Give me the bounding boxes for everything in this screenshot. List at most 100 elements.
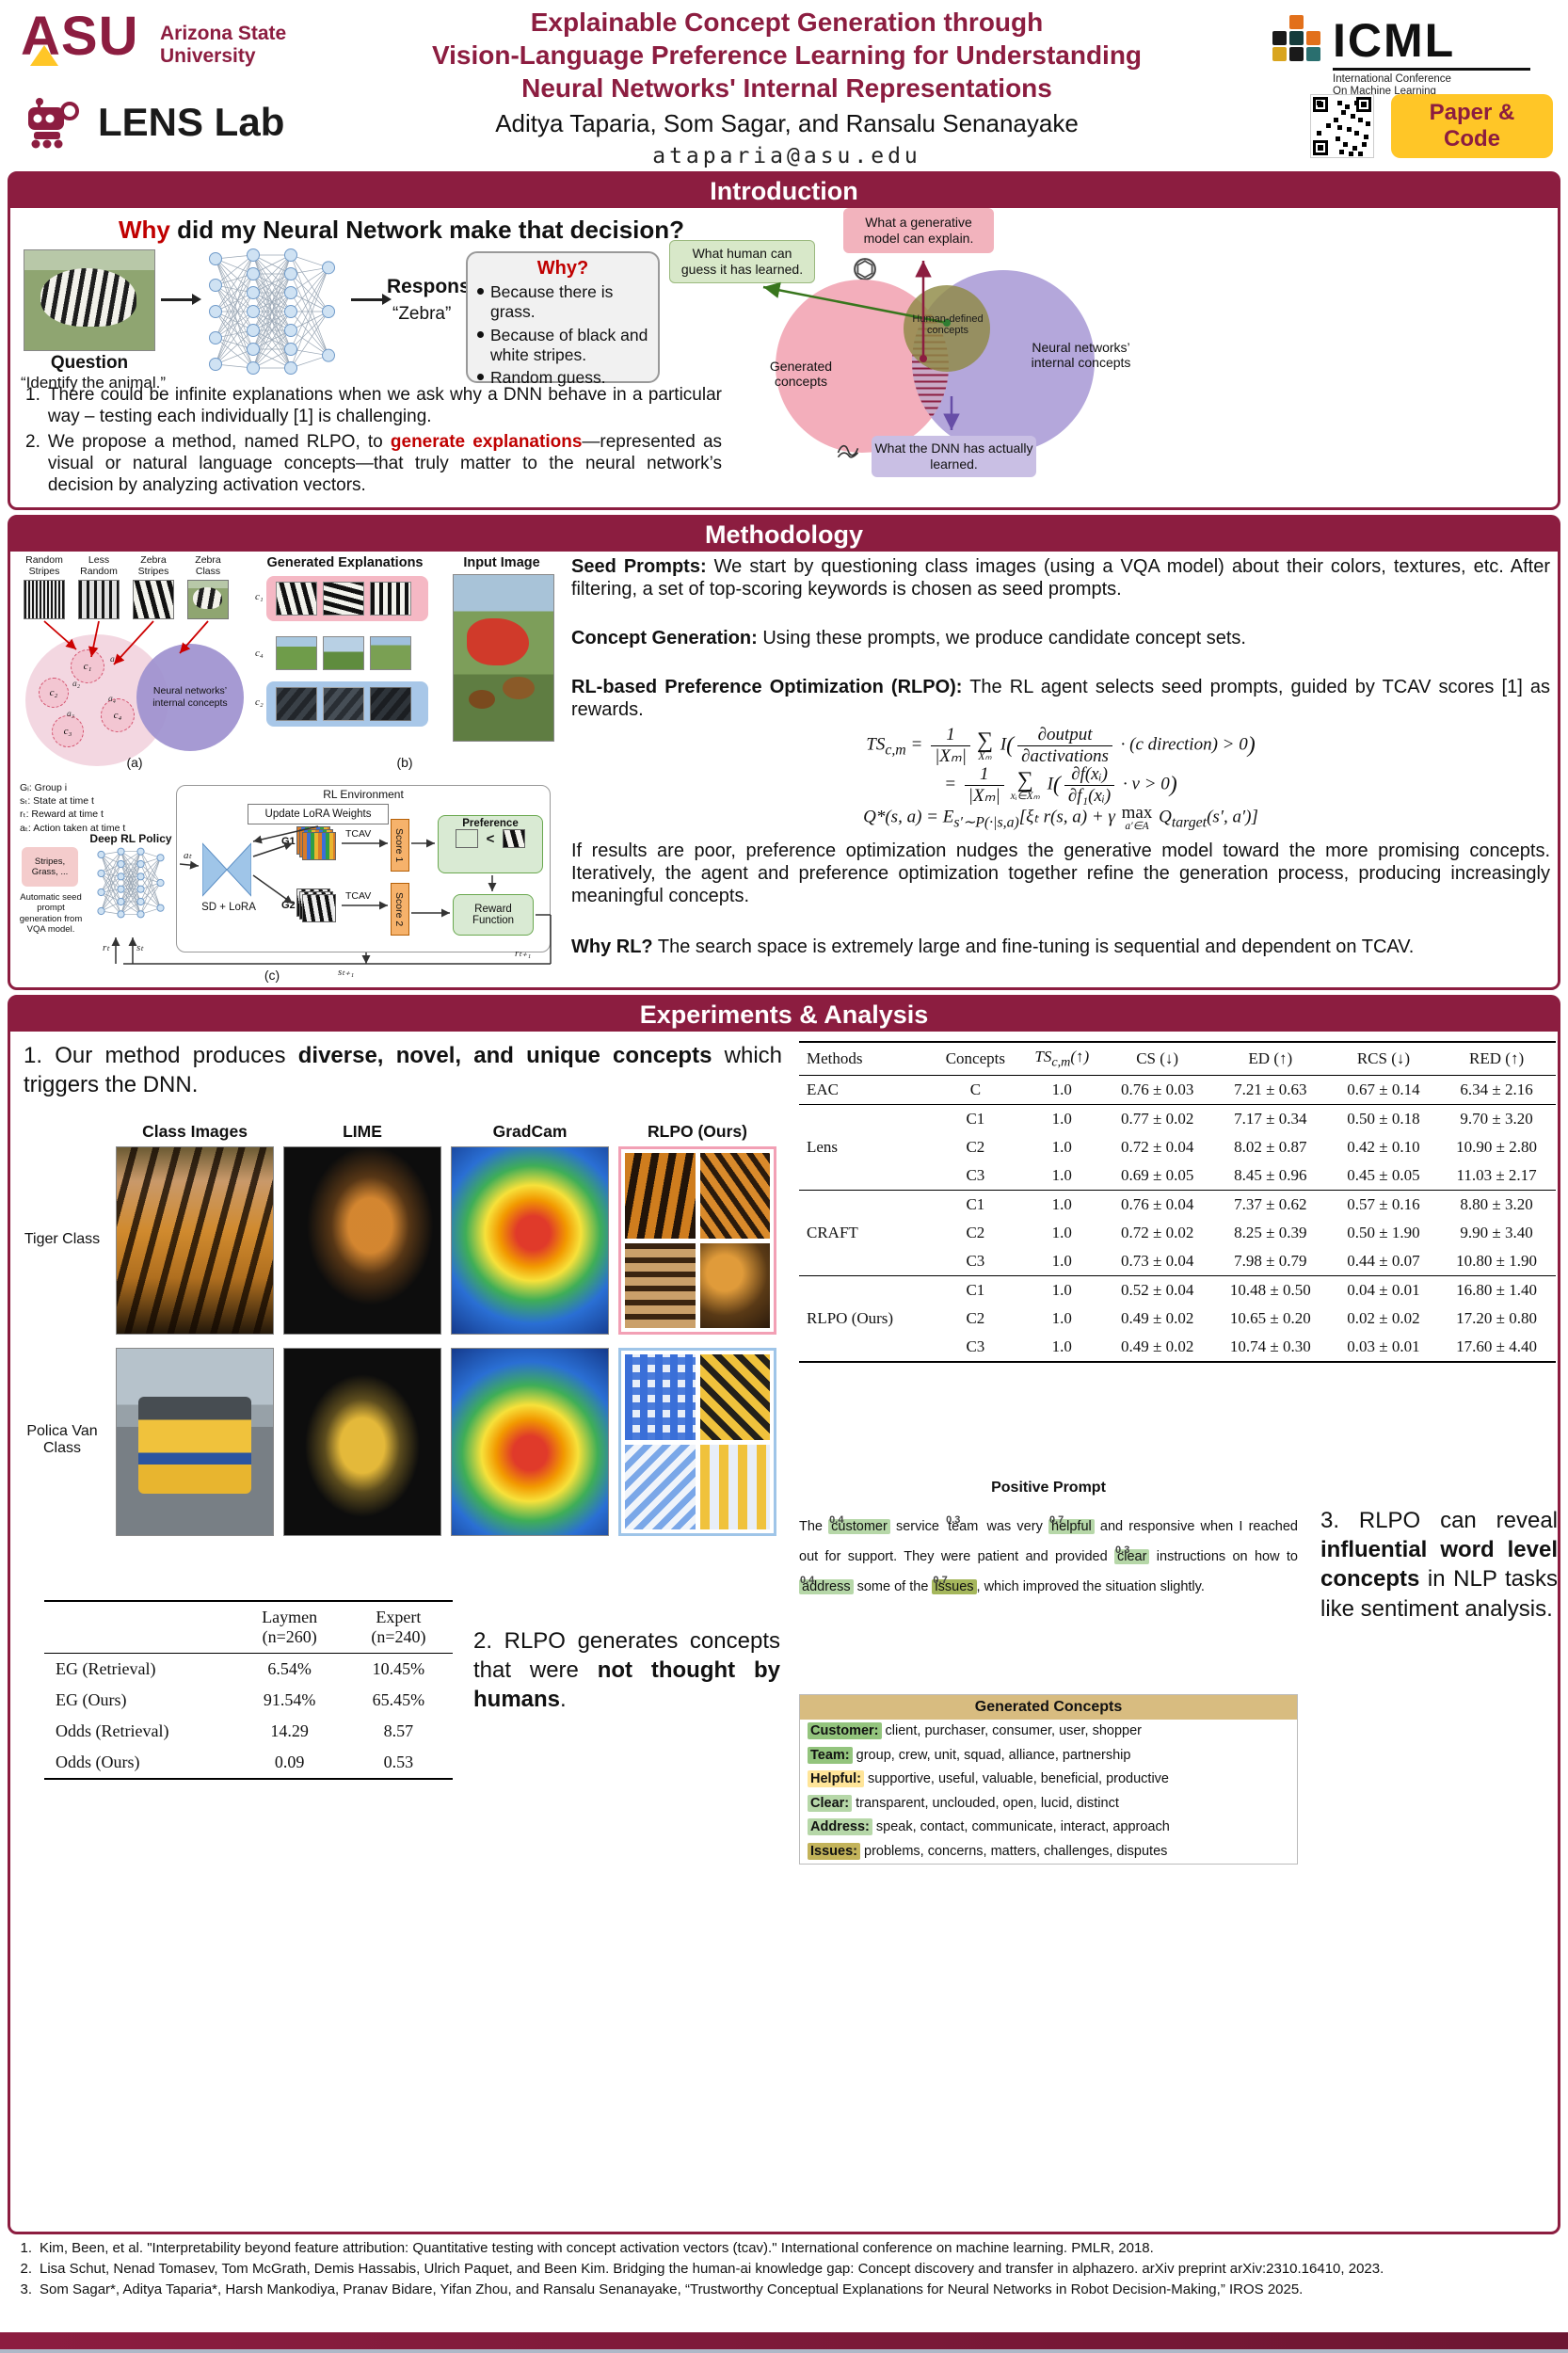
- scribble-icon: [837, 444, 859, 458]
- lens-lab-label: LENS Lab: [98, 100, 285, 144]
- concept-image: [370, 687, 411, 721]
- col-ts: TSc,m(↑): [1034, 1048, 1090, 1070]
- why-box-item: Because of black and white stripes.: [477, 326, 648, 366]
- arrow-right-icon: [351, 294, 392, 304]
- col-ed: ED (↑): [1248, 1049, 1293, 1068]
- experiments-point-1: 1. Our method produces diverse, novel, a…: [24, 1043, 783, 1098]
- col-methods: Methods: [807, 1049, 863, 1068]
- grid-header-gradcam: GradCam: [492, 1122, 568, 1141]
- concept-row: Helpful: supportive, useful, valuable, b…: [800, 1768, 1297, 1792]
- concept-patch: [699, 1242, 770, 1328]
- input-image-title: Input Image: [463, 555, 540, 570]
- concept-image: [276, 687, 317, 721]
- internal-concepts-label: Neural networks’ internal concepts: [1031, 340, 1131, 371]
- concept-image: [370, 582, 411, 616]
- response-label: Response: [387, 276, 482, 297]
- experiments-point-2: 2. RLPO generates concepts that were not…: [473, 1628, 780, 1713]
- lens-lab-robot-icon: [28, 98, 79, 149]
- concept-c1: c₁: [71, 649, 104, 683]
- human-guess-label: What human can guess it has learned.: [669, 240, 815, 283]
- rl-environment-label: RL Environment: [323, 788, 404, 801]
- seed-prompt-box: Stripes, Grass, ...: [22, 847, 78, 887]
- method-name: Lens: [807, 1138, 839, 1157]
- random-stripes-patch: [24, 580, 65, 619]
- asu-logo: ASU Arizona State University: [21, 9, 331, 77]
- user-study-header-row: Laymen (n=260) Expert (n=240): [44, 1601, 453, 1654]
- title-line-3: Neural Networks' Internal Representation…: [521, 73, 1052, 103]
- why-box: Why? Because there is grass. Because of …: [466, 251, 660, 387]
- concept-row: Customer: client, purchaser, consumer, u…: [800, 1720, 1297, 1744]
- asu-name: Arizona State University: [160, 23, 287, 68]
- equation-ts-2: = 1|Xₘ|∑xᵢ∈Xₘ I(∂f(xᵢ)∂f₁(xᵢ) · v > 0): [944, 764, 1177, 806]
- less-random-patch: [78, 580, 120, 619]
- icml-acronym: ICML: [1333, 14, 1456, 67]
- user-study-table: Laymen (n=260) Expert (n=240) EG (Retrie…: [44, 1600, 453, 1780]
- references: 1.Kim, Been, et al. "Interpretability be…: [13, 2240, 1557, 2301]
- score-2-box: Score 2: [391, 883, 409, 936]
- footer-bar: [0, 2332, 1568, 2349]
- results-table: Methods Concepts TSc,m(↑) CS (↓) ED (↑) …: [799, 1041, 1556, 1363]
- methodology-title: Methodology: [10, 518, 1558, 552]
- concept-patch: [625, 1242, 696, 1328]
- tiger-lime-image: [283, 1146, 441, 1335]
- why-box-title: Why?: [536, 258, 589, 279]
- figure-b-caption: (b): [396, 755, 413, 770]
- concept-image: [323, 582, 364, 616]
- r-t1-label: rₜ₊₁: [515, 948, 532, 959]
- g2-image-stack: [296, 888, 338, 924]
- figure-b: Generated Explanations Input Image c₁ c₄…: [253, 555, 556, 774]
- preference-image: [502, 829, 525, 848]
- qr-code: [1310, 94, 1374, 158]
- zebra-question-image: [24, 249, 155, 351]
- question-label: Question: [50, 353, 129, 373]
- deep-rl-policy: Deep RL Policy: [84, 832, 178, 936]
- zebra-stripes-patch: [133, 580, 174, 619]
- figure-c: Gᵢ: Group i sₜ: State at time t rₜ: Rewa…: [18, 781, 556, 983]
- tiger-class-label: Tiger Class: [24, 1231, 101, 1247]
- reference-item: 3.Som Sagar*, Aditya Taparia*, Harsh Man…: [20, 2281, 1304, 2297]
- grid-header-lime: LIME: [343, 1122, 382, 1141]
- openai-logo-icon: [854, 258, 876, 280]
- internal-concepts-circle-a: Neural networks’ internal concepts: [136, 644, 244, 751]
- experiments-point-3: 3. RLPO can reveal influential word leve…: [1320, 1508, 1558, 1622]
- experiments-section: Experiments & Analysis 1. Our method pro…: [8, 995, 1560, 2234]
- concept-row: Team: group, crew, unit, squad, alliance…: [800, 1744, 1297, 1769]
- methodology-section: Methodology Random Stripes Less Random Z…: [8, 515, 1560, 990]
- introduction-title: Introduction: [10, 174, 1558, 208]
- reference-item: 1.Kim, Been, et al. "Interpretability be…: [20, 2240, 1154, 2256]
- less-than-symbol: <: [486, 830, 495, 847]
- zebra-class-patch: [187, 580, 229, 619]
- icml-rule: [1333, 68, 1530, 71]
- table-row: EG (Ours)91.54%65.45%: [56, 1690, 425, 1709]
- tiger-gradcam-image: [451, 1146, 609, 1335]
- figure-a: Random Stripes Less Random Zebra Stripes…: [18, 554, 251, 774]
- concept-row: Clear: transparent, unclouded, open, luc…: [800, 1792, 1297, 1817]
- table-row: EG (Retrieval)6.54%10.45%: [56, 1659, 425, 1678]
- intro-point-2: 2. We propose a method, named RLPO, to g…: [25, 432, 723, 495]
- generated-concepts-box: Generated Concepts Customer: client, pur…: [799, 1694, 1298, 1865]
- concept-image: [370, 636, 411, 670]
- deer-region: [503, 677, 535, 699]
- concept-image: [276, 582, 317, 616]
- title-line-1: Explainable Concept Generation through: [530, 8, 1044, 37]
- email: ataparia@asu.edu: [652, 144, 921, 168]
- concept-row: Issues: problems, concerns, matters, cha…: [800, 1840, 1297, 1865]
- col-concepts: Concepts: [945, 1049, 1005, 1068]
- generated-concepts-label: Generated concepts: [769, 359, 833, 390]
- bullet-icon: [477, 374, 484, 381]
- generated-concepts-title: Generated Concepts: [800, 1695, 1297, 1720]
- tcav-label-2: TCAV: [345, 890, 372, 902]
- figure-c-legend: Gᵢ: Group i sₜ: State at time t rₜ: Rewa…: [20, 782, 126, 834]
- seed-prompt-note: Automatic seed prompt generation from VQ…: [19, 892, 83, 936]
- title-line-2: Vision-Language Preference Learning for …: [431, 40, 1143, 70]
- s-t1-label: sₜ₊₁: [338, 967, 355, 978]
- concept-row: Address: speak, contact, communicate, in…: [800, 1816, 1297, 1840]
- police-van-image: [116, 1348, 274, 1536]
- reference-item: 2.Lisa Schut, Nenad Tomasev, Tom McGrath…: [20, 2260, 1384, 2277]
